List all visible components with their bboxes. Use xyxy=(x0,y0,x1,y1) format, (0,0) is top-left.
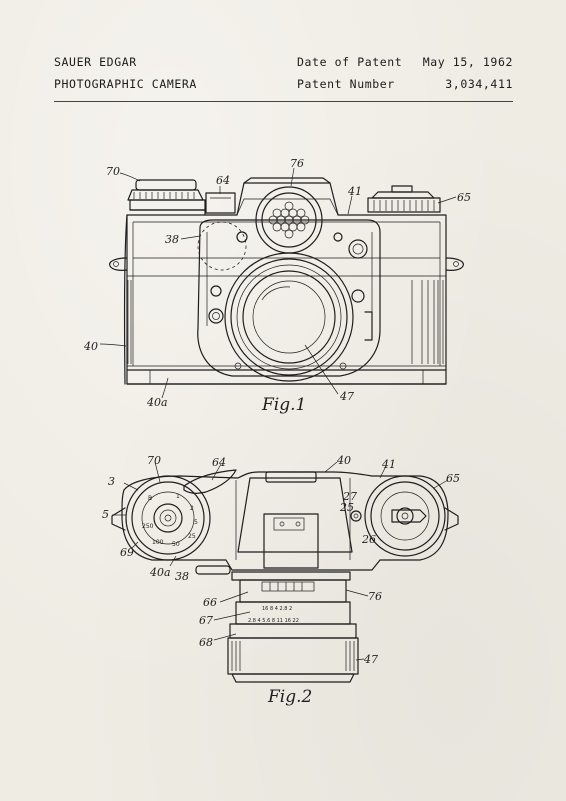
ref-76: 76 xyxy=(290,157,304,170)
header-divider xyxy=(54,101,513,102)
ref-41: 41 xyxy=(347,185,362,198)
svg-text:250: 250 xyxy=(142,523,154,530)
ref-41b: 41 xyxy=(381,458,396,471)
svg-text:2: 2 xyxy=(190,505,194,512)
ref-25: 25 xyxy=(339,501,354,514)
ref-5: 5 xyxy=(102,508,109,521)
ref-27: 27 xyxy=(342,490,357,503)
svg-text:5: 5 xyxy=(194,519,198,526)
date-value: May 15, 1962 xyxy=(422,55,513,69)
svg-text:100: 100 xyxy=(152,539,164,546)
ref-65: 65 xyxy=(457,191,471,204)
ref-40: 40 xyxy=(83,340,98,353)
ref-26: 26 xyxy=(361,533,376,546)
svg-text:2.8 4 5.6 8 11 16 22: 2.8 4 5.6 8 11 16 22 xyxy=(248,618,299,624)
ref-67: 67 xyxy=(199,614,213,627)
patent-title: PHOTOGRAPHIC CAMERA xyxy=(54,77,197,91)
patent-number-value: 3,034,411 xyxy=(445,77,513,91)
date-label: Date of Patent xyxy=(297,55,403,69)
ref-69: 69 xyxy=(120,546,134,559)
ref-64: 64 xyxy=(216,174,230,187)
ref-64b: 64 xyxy=(212,456,226,469)
svg-text:16 8 4 2.8 2: 16 8 4 2.8 2 xyxy=(262,606,292,612)
patent-number-label: Patent Number xyxy=(297,77,395,91)
fig2-label: Fig.2 xyxy=(267,687,312,707)
ref-47b: 47 xyxy=(363,653,378,666)
ref-68: 68 xyxy=(199,636,213,649)
ref-38: 38 xyxy=(165,233,179,246)
ref-70: 70 xyxy=(106,165,120,178)
fig1-front-view: 70 64 76 41 65 38 40 40a 47 Fig.1 xyxy=(83,157,471,415)
ref-3: 3 xyxy=(108,475,115,488)
ref-70b: 70 xyxy=(147,454,161,467)
svg-text:B: B xyxy=(148,495,152,502)
ref-65b: 65 xyxy=(446,472,460,485)
svg-text:1: 1 xyxy=(176,493,180,500)
ref-40ab: 40a xyxy=(149,566,171,579)
svg-text:25: 25 xyxy=(188,533,196,540)
ref-76b: 76 xyxy=(368,590,382,603)
fig1-label: Fig.1 xyxy=(261,395,306,415)
ref-66: 66 xyxy=(203,596,217,609)
inventor-name: SAUER EDGAR xyxy=(54,55,137,69)
svg-text:50: 50 xyxy=(172,541,180,548)
ref-40a: 40a xyxy=(146,396,168,409)
ref-40b: 40 xyxy=(336,454,351,467)
ref-38b: 38 xyxy=(175,570,189,583)
ref-47: 47 xyxy=(339,390,354,403)
